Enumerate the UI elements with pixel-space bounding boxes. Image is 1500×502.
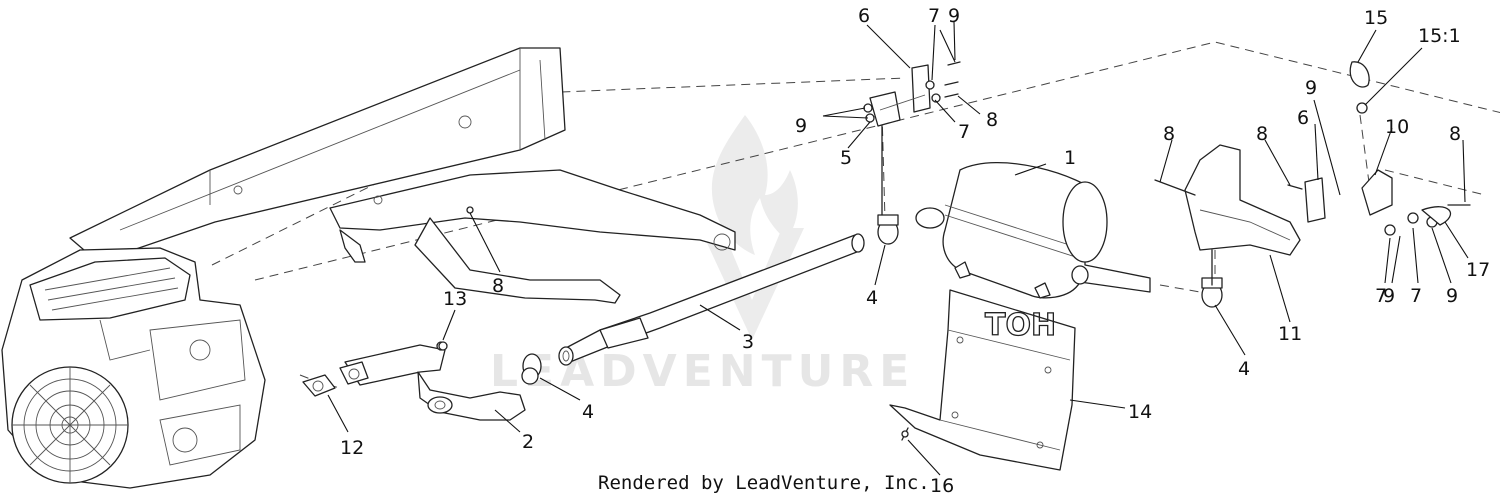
callout-7: 7 bbox=[1410, 285, 1422, 307]
callout-10: 10 bbox=[1385, 116, 1409, 138]
callout-2: 2 bbox=[522, 431, 534, 453]
callout-9: 9 bbox=[1446, 285, 1458, 307]
leader-lines bbox=[327, 21, 1469, 476]
upper-mount-bracket bbox=[863, 61, 961, 216]
engine bbox=[1, 247, 266, 489]
callout-7: 7 bbox=[928, 5, 940, 27]
heat-shield: TOH bbox=[889, 289, 1076, 471]
callout-15-1: 15:1 bbox=[1418, 25, 1461, 47]
watermark-text: LEADVENTURE bbox=[490, 346, 915, 397]
footer-credit: Rendered by LeadVenture, Inc. bbox=[598, 472, 930, 494]
callout-8: 8 bbox=[1163, 123, 1175, 145]
exhaust-manifold-pipe bbox=[302, 344, 526, 421]
callout-11: 11 bbox=[1278, 323, 1302, 345]
callout-15: 15 bbox=[1364, 7, 1388, 29]
callout-1: 1 bbox=[1064, 147, 1076, 169]
callout-8: 8 bbox=[492, 275, 504, 297]
callout-8: 8 bbox=[986, 109, 998, 131]
callout-8: 8 bbox=[1449, 123, 1461, 145]
callout-9: 9 bbox=[1383, 285, 1395, 307]
callout-9: 9 bbox=[1305, 77, 1317, 99]
callout-labels: 1 2 3 4 4 4 5 6 6 7 7 7 7 8 8 8 8 8 9 9 … bbox=[340, 5, 1490, 497]
callout-14: 14 bbox=[1128, 401, 1152, 423]
shield-marking: TOH bbox=[985, 308, 1056, 343]
callout-16: 16 bbox=[930, 475, 954, 497]
chevron-logo-icon bbox=[700, 228, 804, 340]
callout-4: 4 bbox=[866, 287, 878, 309]
callout-8: 8 bbox=[1256, 123, 1268, 145]
callout-7: 7 bbox=[958, 121, 970, 143]
callout-5: 5 bbox=[840, 147, 852, 169]
callout-12: 12 bbox=[340, 437, 364, 459]
callout-7: 7 bbox=[1375, 285, 1387, 307]
muffler bbox=[915, 162, 1151, 299]
callout-17: 17 bbox=[1466, 259, 1490, 281]
loose-fasteners bbox=[438, 206, 909, 441]
callout-3: 3 bbox=[742, 331, 754, 353]
callout-6: 6 bbox=[858, 5, 870, 27]
tailpipe-hanger-bracket bbox=[1154, 61, 1471, 286]
callout-4: 4 bbox=[1238, 358, 1250, 380]
flame-logo-icon bbox=[711, 115, 798, 255]
exhaust-tube bbox=[558, 233, 865, 366]
callout-4: 4 bbox=[582, 401, 594, 423]
callout-9: 9 bbox=[795, 115, 807, 137]
callout-6: 6 bbox=[1297, 107, 1309, 129]
callout-13: 13 bbox=[443, 288, 467, 310]
callout-9: 9 bbox=[948, 5, 960, 27]
